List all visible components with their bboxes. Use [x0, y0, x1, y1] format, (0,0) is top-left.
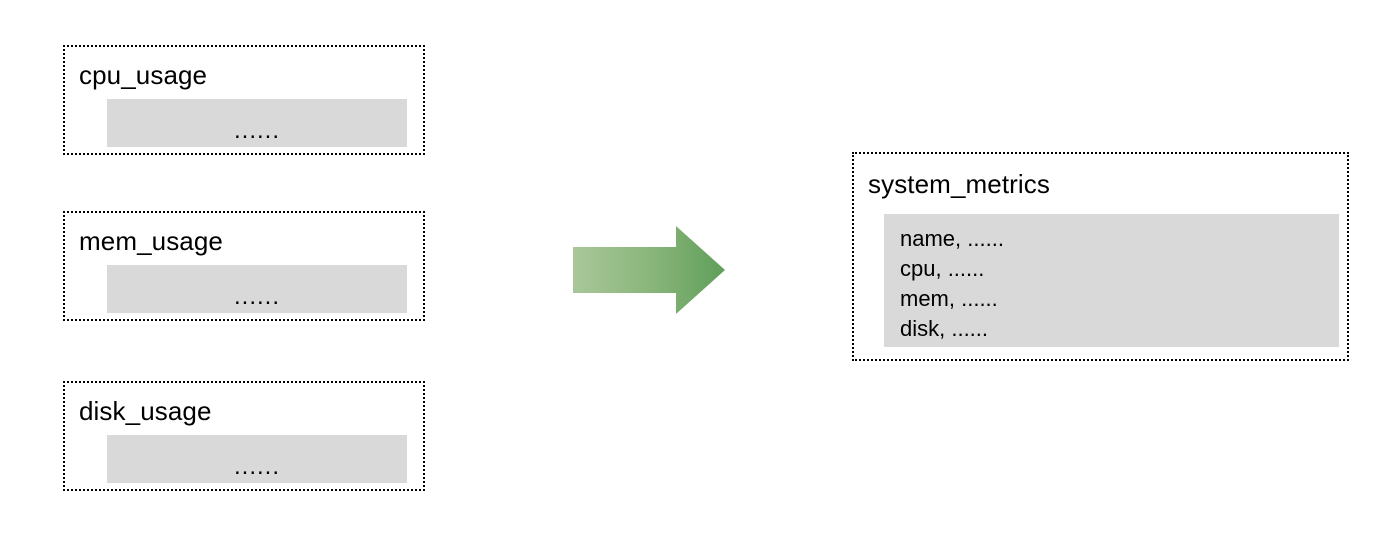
source-panel-mem-usage[interactable]: mem_usage ......: [63, 211, 425, 321]
target-field-row: cpu, ......: [900, 256, 985, 281]
target-panel-title: system_metrics: [868, 169, 1050, 199]
source-data-ellipsis: ......: [233, 117, 280, 144]
source-panel-title: mem_usage: [79, 226, 223, 256]
target-field-row: disk, ......: [900, 316, 989, 341]
target-data-box: name, ...... cpu, ...... mem, ...... dis…: [884, 214, 1339, 347]
target-field-row: name, ......: [900, 226, 1004, 251]
source-data-ellipsis: ......: [233, 453, 280, 480]
flow-arrow: [573, 226, 725, 314]
source-data-ellipsis: ......: [233, 283, 280, 310]
source-panel-title: cpu_usage: [79, 60, 208, 90]
source-panel-disk-usage[interactable]: disk_usage ......: [63, 381, 425, 491]
source-data-box: ......: [107, 99, 407, 147]
source-panel-title: disk_usage: [79, 396, 212, 426]
target-panel-system-metrics[interactable]: system_metrics name, ...... cpu, ...... …: [852, 152, 1349, 361]
right-arrow-icon: [573, 226, 725, 314]
target-field-list: name, ...... cpu, ...... mem, ...... dis…: [900, 224, 1339, 344]
source-data-box: ......: [107, 265, 407, 313]
source-data-box: ......: [107, 435, 407, 483]
target-field-row: mem, ......: [900, 286, 998, 311]
source-panel-cpu-usage[interactable]: cpu_usage ......: [63, 45, 425, 155]
